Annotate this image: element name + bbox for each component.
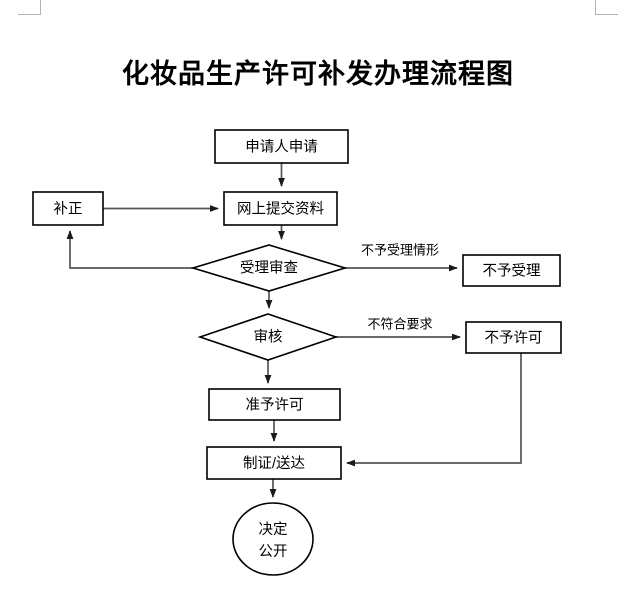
edge-label-not-accepted-case: 不予受理情形 [361, 242, 439, 257]
connector-accept-check-to-amend [66, 230, 193, 269]
node-not-licensed[interactable]: 不予许可 [465, 321, 562, 354]
node-decision[interactable]: 决定 公开 [232, 502, 314, 576]
page-corner-mark-top-left [18, 0, 41, 15]
node-applicant-label: 申请人申请 [245, 138, 318, 155]
node-not-licensed-label: 不予许可 [485, 329, 543, 346]
node-submit[interactable]: 网上提交资料 [223, 191, 338, 226]
node-amend[interactable]: 补正 [32, 191, 104, 226]
node-review-label: 审核 [254, 328, 283, 345]
node-decision-label-line2: 公开 [259, 544, 288, 560]
edge-label-not-meet-requirement: 不符合要求 [367, 316, 432, 331]
node-accept-check-label: 受理审查 [240, 259, 298, 276]
connector-not-licensed-to-issue-deliver [346, 353, 522, 467]
page-title: 化妆品生产许可补发办理流程图 [122, 59, 514, 89]
node-granted[interactable]: 准予许可 [208, 388, 341, 421]
node-review[interactable]: 审核 [197, 313, 339, 361]
node-not-accepted[interactable]: 不予受理 [462, 254, 561, 287]
node-accept-check[interactable]: 受理审查 [190, 244, 348, 292]
node-submit-label: 网上提交资料 [237, 199, 324, 217]
node-applicant[interactable]: 申请人申请 [214, 129, 349, 164]
node-amend-label: 补正 [54, 200, 83, 217]
page-corner-mark-top-right [595, 0, 618, 15]
node-issue-deliver[interactable]: 制证/送达 [206, 446, 342, 480]
node-issue-deliver-label: 制证/送达 [243, 455, 305, 472]
node-granted-label: 准予许可 [246, 396, 304, 413]
node-decision-label-line1: 决定 [259, 521, 288, 538]
node-not-accepted-label: 不予受理 [483, 262, 541, 279]
